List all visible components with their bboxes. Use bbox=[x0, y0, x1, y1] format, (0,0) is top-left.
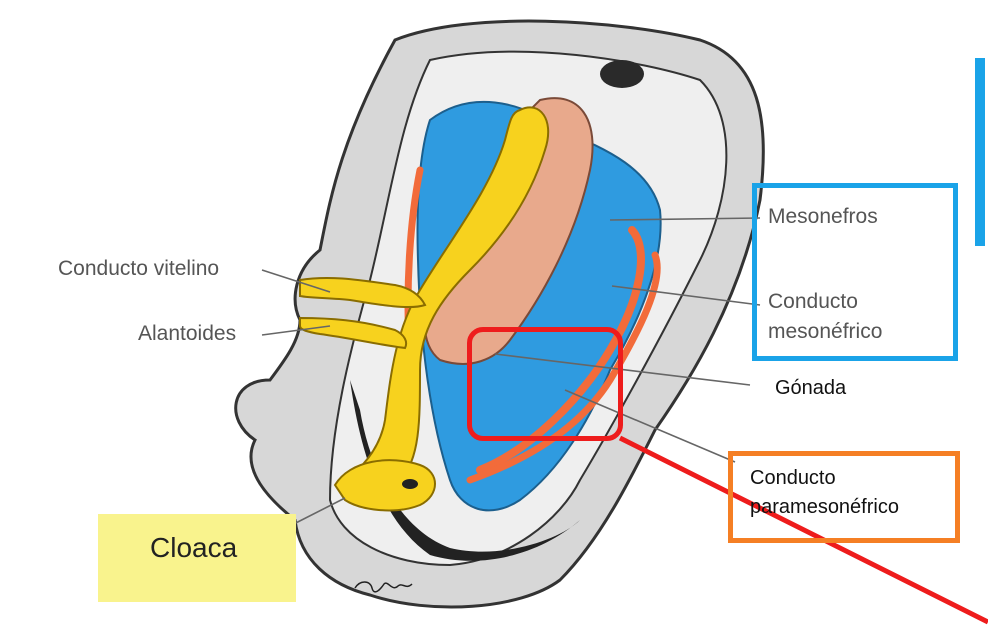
label-gonada: Gónada bbox=[775, 377, 846, 400]
label-conducto-paramesonefrico-line1: Conducto bbox=[750, 467, 836, 490]
dark-node bbox=[600, 60, 644, 88]
blue-accent-bar bbox=[975, 58, 985, 246]
label-mesonefros: Mesonefros bbox=[768, 205, 878, 229]
label-cloaca: Cloaca bbox=[150, 532, 237, 564]
gonada-highlight-box bbox=[467, 327, 623, 441]
label-conducto-mesonefrico-line1: Conducto bbox=[768, 290, 858, 314]
label-conducto-paramesonefrico-line2: paramesonéfrico bbox=[750, 496, 899, 519]
label-alantoides: Alantoides bbox=[138, 322, 236, 346]
label-conducto-vitelino: Conducto vitelino bbox=[58, 257, 219, 281]
label-conducto-mesonefrico-line2: mesonéfrico bbox=[768, 320, 882, 344]
